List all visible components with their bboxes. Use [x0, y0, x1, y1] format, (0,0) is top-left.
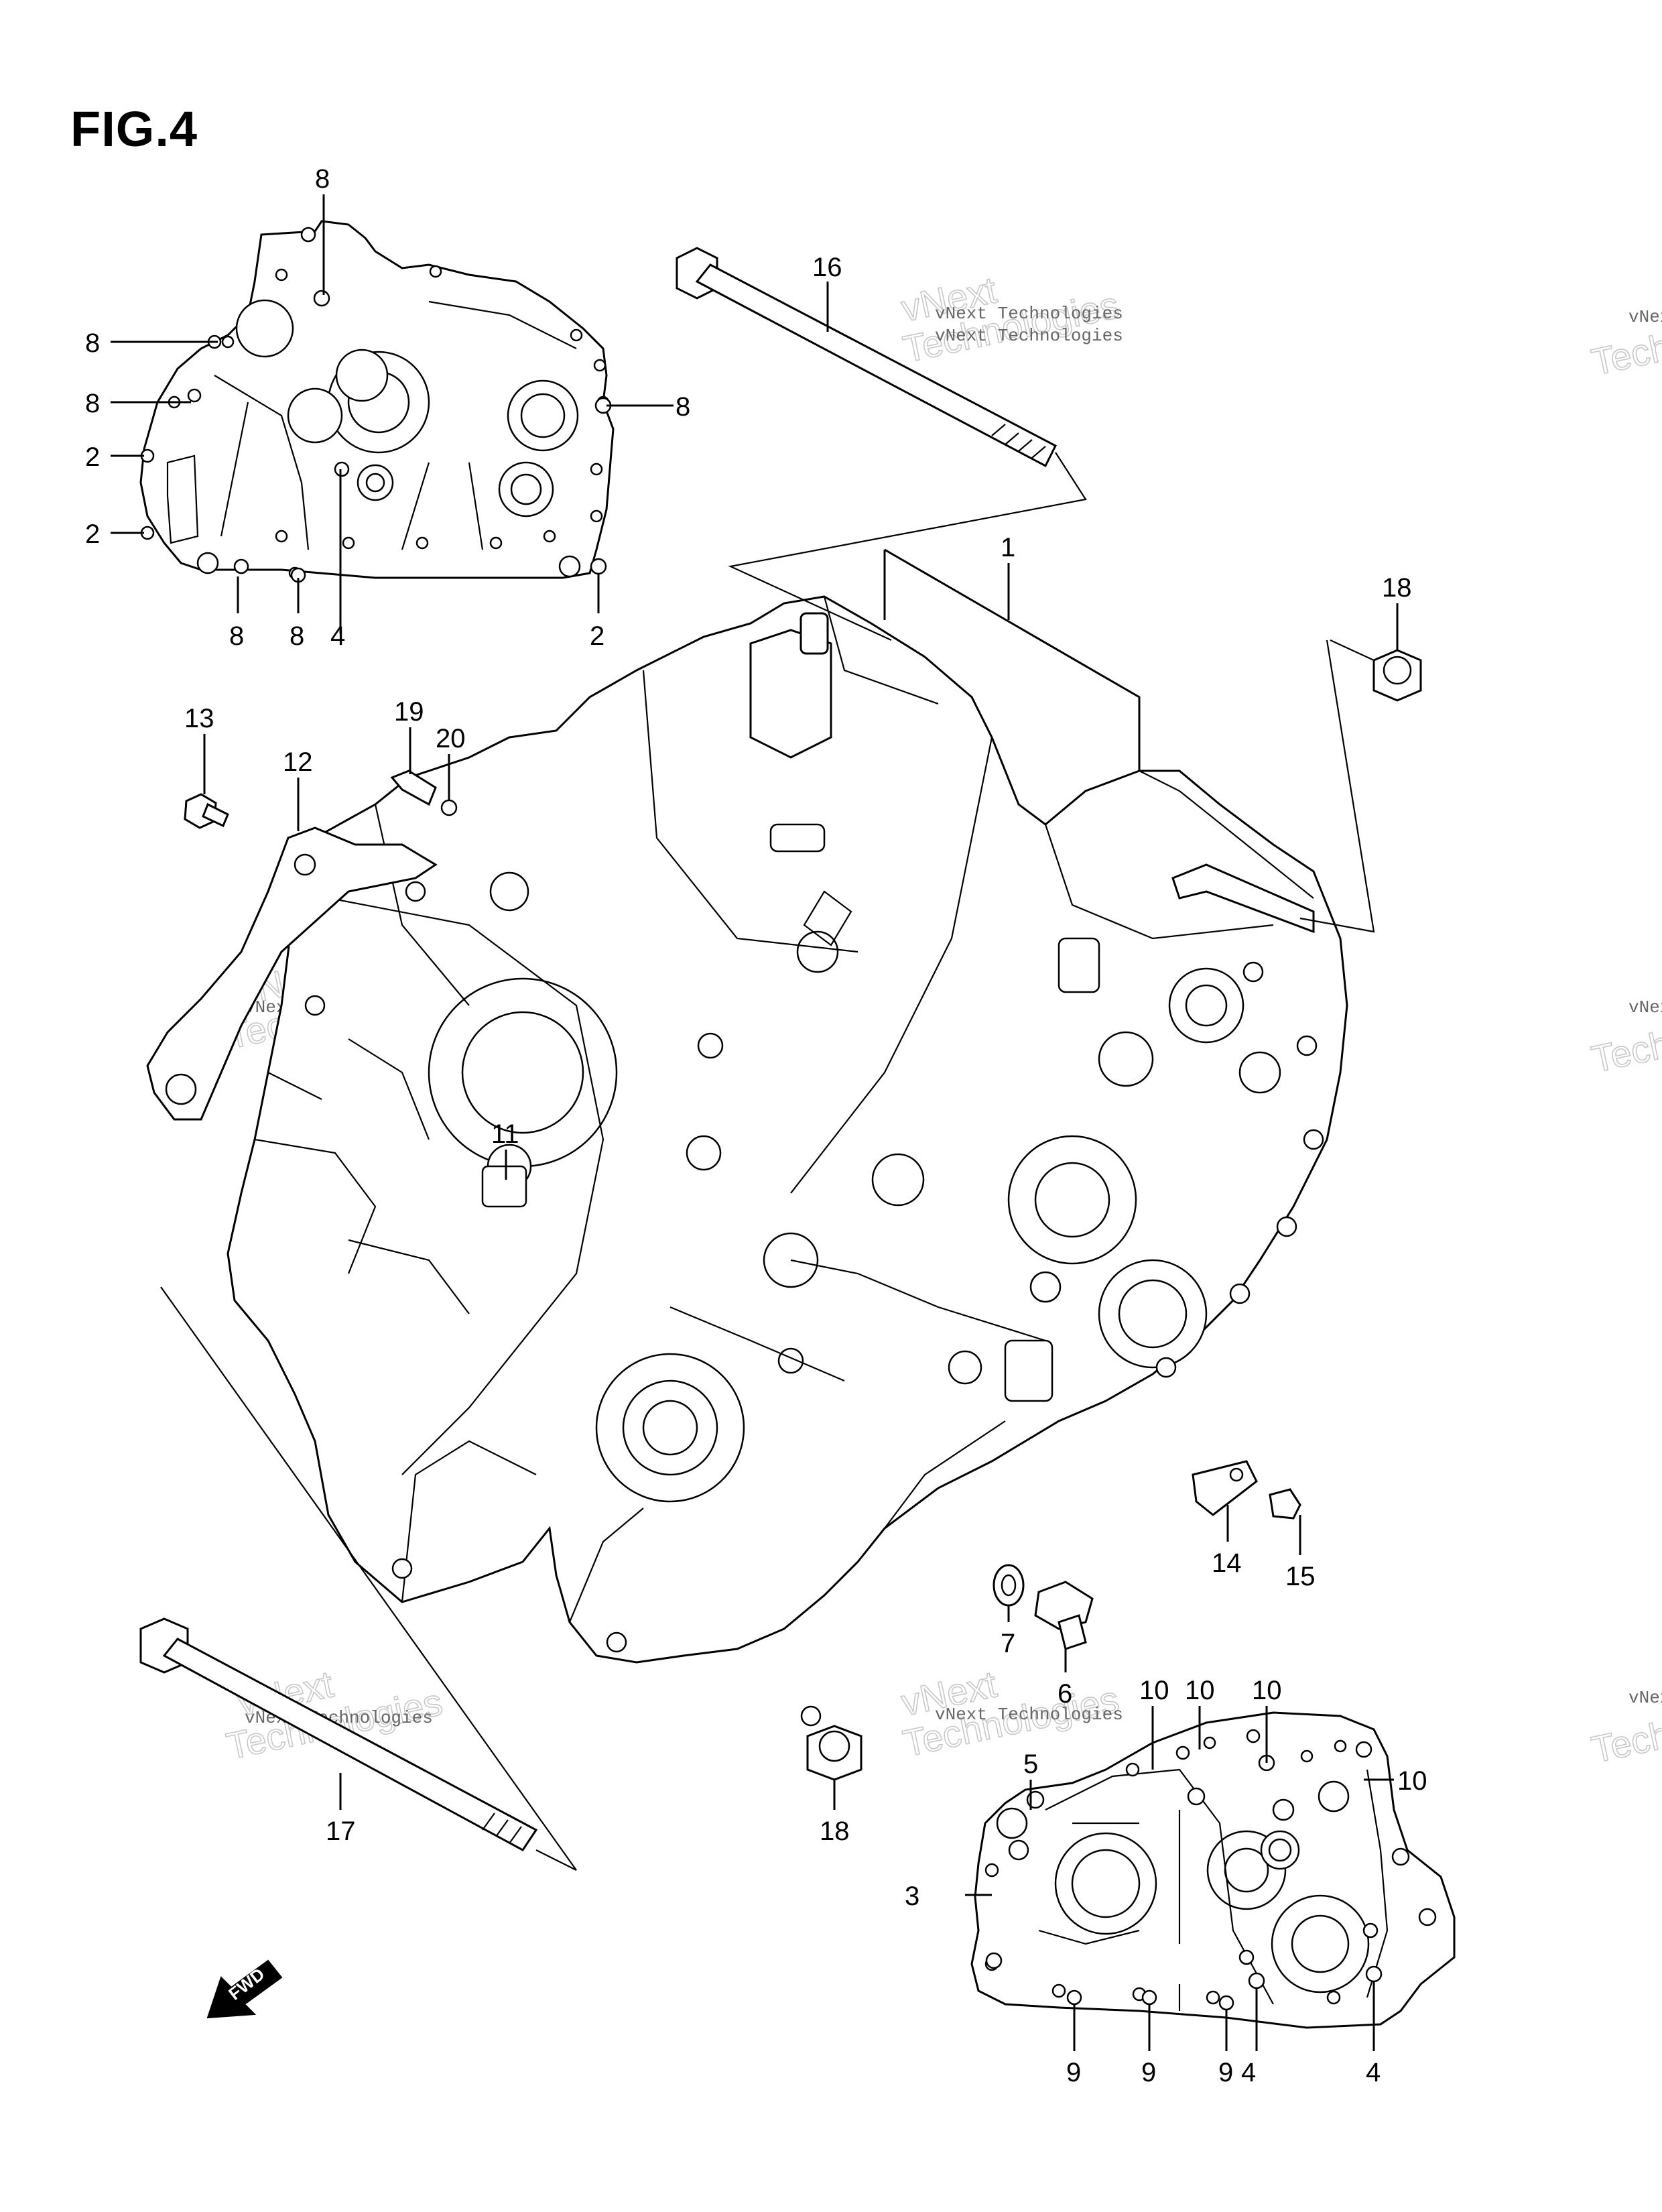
callout-numbers: 8 8 8 8 2 2 8 8 4 2 16 1 18 13 12 19 20 …: [85, 164, 1427, 2087]
bracket-14: [1192, 1460, 1258, 1516]
main-crankcase: [227, 595, 1348, 1727]
callout-2: 2: [85, 442, 100, 472]
callout-8: 8: [85, 328, 100, 358]
callout-10: 10: [1252, 1676, 1282, 1705]
callout-10: 10: [1185, 1676, 1215, 1705]
nut-18-lower: [806, 1725, 862, 1781]
callout-9: 9: [1218, 2058, 1233, 2087]
callout-4: 4: [330, 621, 345, 651]
bolt-15: [1269, 1488, 1301, 1520]
callout-16: 16: [812, 253, 842, 282]
gasket-plate-12: [146, 826, 438, 1121]
callout-2: 2: [85, 519, 100, 549]
long-bolt-17: [139, 1286, 577, 1871]
callout-9: 9: [1141, 2058, 1156, 2087]
callout-10: 10: [1139, 1676, 1169, 1705]
fitting-19: [390, 770, 458, 816]
watermark-text-8: vNext Technologies: [1628, 307, 1662, 327]
watermark-text-2: vNext Technologies: [935, 326, 1123, 346]
callout-6: 6: [1058, 1679, 1072, 1709]
callout-13: 13: [184, 704, 214, 733]
callout-10: 10: [1397, 1766, 1427, 1796]
long-bolt-16: [676, 247, 1087, 641]
right-crankcase-inset: [970, 1711, 1456, 2029]
callout-7: 7: [1001, 1629, 1015, 1658]
callout-4: 4: [1241, 2058, 1256, 2087]
watermark-text-10: vNext Technologies: [1628, 1688, 1662, 1708]
figure-title: FIG.4: [70, 101, 198, 157]
nut-18-upper: [1299, 639, 1422, 933]
washer-7: [993, 1564, 1025, 1607]
callout-1: 1: [1001, 533, 1015, 562]
callout-8: 8: [676, 392, 690, 422]
callout-11: 11: [491, 1119, 519, 1149]
callout-8: 8: [85, 389, 100, 418]
callout-17: 17: [326, 1817, 356, 1846]
leader-lines: [111, 194, 1399, 2051]
callout-8: 8: [315, 164, 330, 194]
callout-9: 9: [1066, 2058, 1081, 2087]
callout-5: 5: [1023, 1749, 1038, 1779]
callout-19: 19: [394, 697, 424, 727]
watermark-text-7: vNext Technologies: [935, 1705, 1123, 1725]
bolt-13: [184, 793, 229, 829]
callout-3: 3: [905, 1882, 919, 1911]
fwd-arrow-icon: FWD: [206, 1959, 283, 2019]
watermark-text-9: vNext Technologies: [1628, 997, 1662, 1018]
callout-18: 18: [1382, 573, 1412, 603]
drain-plug-6: [1034, 1581, 1094, 1650]
callout-14: 14: [1212, 1548, 1242, 1578]
callout-4: 4: [1366, 2058, 1381, 2087]
callout-2: 2: [590, 621, 604, 651]
callout-8: 8: [229, 621, 244, 651]
callout-18: 18: [820, 1817, 850, 1846]
callout-20: 20: [436, 724, 466, 753]
callout-12: 12: [283, 747, 313, 777]
watermark-text-1: vNext Technologies: [935, 304, 1123, 324]
left-crankcase-inset: [139, 220, 615, 583]
callout-8: 8: [290, 621, 304, 651]
callout-15: 15: [1285, 1562, 1316, 1591]
